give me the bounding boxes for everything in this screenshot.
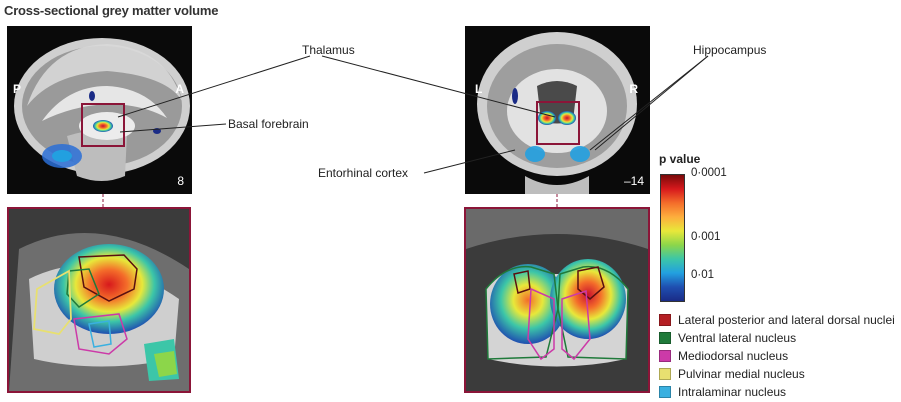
- colorbar-tick-label: 0·0001: [691, 167, 727, 179]
- coronal-slice-number: –14: [623, 174, 644, 188]
- colorbar-tick-label: 0·001: [691, 231, 721, 243]
- orientation-anterior: A: [175, 82, 184, 96]
- legend-swatch: [659, 332, 671, 344]
- legend-swatch: [659, 368, 671, 380]
- legend-label: Intralaminar nucleus: [678, 385, 787, 399]
- legend-item: Ventral lateral nucleus: [659, 330, 796, 346]
- legend-item: Mediodorsal nucleus: [659, 348, 788, 364]
- colorbar-tick-label: 0·01: [691, 269, 715, 282]
- colorbar-title: p value: [659, 152, 701, 166]
- legend-swatch: [659, 314, 671, 326]
- sagittal-zoom-panel: [7, 207, 191, 393]
- p-value-colorbar: [660, 174, 685, 302]
- label-thalamus: Thalamus: [302, 43, 355, 57]
- label-entorhinal-cortex: Entorhinal cortex: [318, 166, 409, 180]
- legend-label: Lateral posterior and lateral dorsal nuc…: [678, 313, 895, 327]
- legend-swatch: [659, 350, 671, 362]
- label-hippocampus: Hippocampus: [693, 43, 767, 57]
- orientation-left: L: [475, 82, 483, 96]
- legend-label: Mediodorsal nucleus: [678, 349, 789, 363]
- label-basal-forebrain: Basal forebrain: [228, 117, 309, 131]
- coronal-brain-panel: L R –14: [465, 26, 650, 194]
- legend-label: Ventral lateral nucleus: [678, 331, 797, 345]
- legend-item: Intralaminar nucleus: [659, 384, 786, 400]
- orientation-right: R: [629, 82, 638, 96]
- figure-title: Cross-sectional grey matter volume: [4, 3, 219, 18]
- legend-item: Pulvinar medial nucleus: [659, 366, 805, 382]
- legend-label: Pulvinar medial nucleus: [678, 367, 805, 381]
- sagittal-brain-panel: P A 8: [7, 26, 192, 194]
- legend-item: Lateral posterior and lateral dorsal nuc…: [659, 312, 895, 328]
- coronal-zoom-panel: [464, 207, 650, 393]
- orientation-posterior: P: [13, 82, 22, 96]
- legend-swatch: [659, 386, 671, 398]
- sagittal-slice-number: 8: [177, 174, 184, 188]
